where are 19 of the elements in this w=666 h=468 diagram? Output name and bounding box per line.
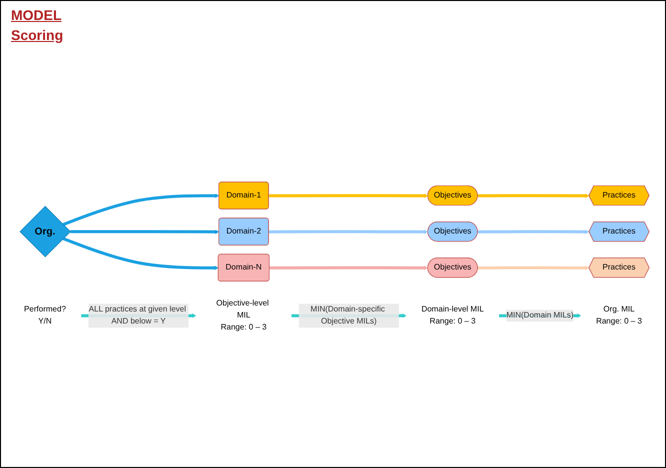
arrow — [268, 230, 428, 234]
arrow — [62, 194, 220, 226]
section-heading: MODEL — [11, 7, 63, 23]
node-diamond: Org. — [20, 206, 71, 258]
section-heading: Scoring — [11, 27, 64, 43]
arrow — [478, 266, 590, 270]
edge-label: ALL practices at given level AND below = Y — [88, 306, 186, 326]
arrow — [478, 230, 590, 234]
arrow — [478, 194, 590, 198]
node-text: Domain-level MIL Range: 0 – 3 — [421, 306, 484, 326]
node-text: Objective-level MIL Range: 0 – 3 — [216, 300, 269, 332]
arrow — [62, 238, 219, 270]
edge-label: MIN(Domain-specific Objective MILs) — [310, 306, 385, 326]
arrow — [269, 266, 428, 270]
arrow — [268, 194, 428, 198]
node-text: Performed? Y/N — [24, 306, 66, 326]
arrow — [70, 230, 220, 234]
node-text: Org. MIL Range: 0 – 3 — [596, 306, 642, 326]
edge-label: MIN(Domain MILs) — [506, 312, 574, 320]
